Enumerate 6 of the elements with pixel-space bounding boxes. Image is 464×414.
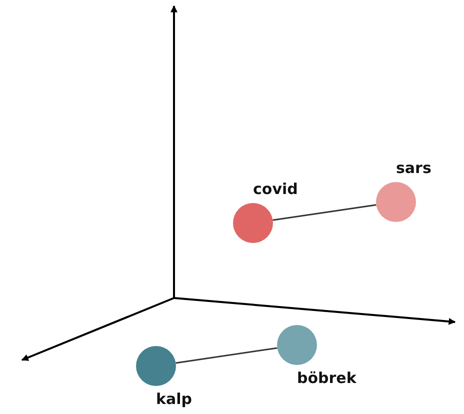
word-label: kalp — [156, 390, 192, 408]
connector-line — [272, 204, 376, 221]
word-label: böbrek — [297, 369, 356, 387]
word-label: sars — [396, 159, 432, 177]
connector-line — [176, 347, 278, 364]
word-label: covid — [253, 180, 298, 198]
